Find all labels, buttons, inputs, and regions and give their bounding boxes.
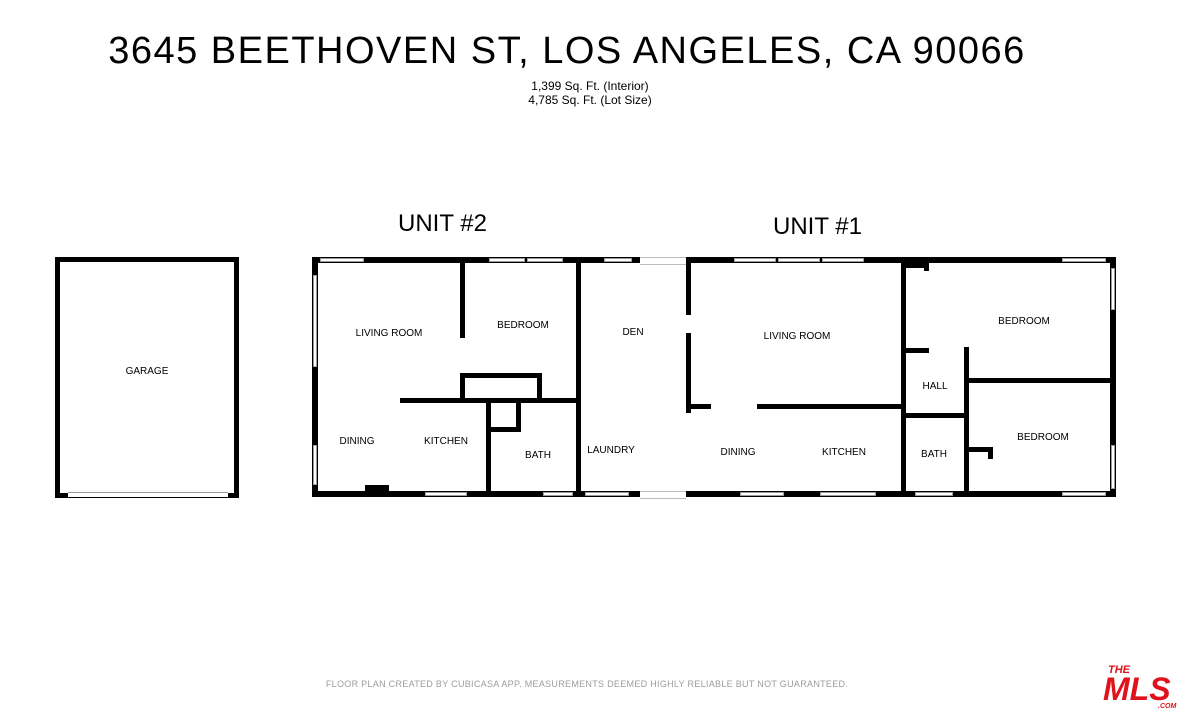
window bbox=[425, 492, 467, 496]
window bbox=[1062, 492, 1106, 496]
room-label-u2-living: LIVING ROOM bbox=[355, 328, 423, 339]
logo-the: THE bbox=[1108, 664, 1131, 676]
room-label-u1-dining: DINING bbox=[720, 447, 756, 458]
window bbox=[1062, 258, 1106, 262]
room-label-u2-bedroom: BEDROOM bbox=[497, 320, 549, 331]
room-label-u2-kitchen: KITCHEN bbox=[424, 436, 468, 447]
wall bbox=[964, 413, 969, 493]
window bbox=[604, 258, 632, 262]
window bbox=[489, 258, 525, 262]
interior-area: 1,399 Sq. Ft. (Interior) bbox=[531, 79, 649, 93]
wall bbox=[516, 403, 521, 432]
window bbox=[527, 258, 563, 262]
property-address: 3645 BEETHOVEN ST, LOS ANGELES, CA 90066 bbox=[108, 30, 1026, 72]
wall bbox=[901, 413, 969, 418]
room-label-u1-hall: HALL bbox=[922, 381, 948, 392]
wall bbox=[924, 263, 929, 271]
wall bbox=[901, 263, 929, 268]
wall bbox=[576, 263, 581, 493]
wall bbox=[312, 257, 318, 497]
unit-1-label: UNIT #1 bbox=[773, 213, 862, 240]
garage-outline bbox=[55, 257, 239, 498]
window bbox=[313, 445, 317, 485]
wall bbox=[686, 263, 691, 315]
logo-mls: MLS bbox=[1103, 671, 1171, 707]
room-label-den: DEN bbox=[622, 327, 644, 338]
room-label-u2-bath: BATH bbox=[525, 450, 551, 461]
window bbox=[734, 258, 776, 262]
room-label-garage: GARAGE bbox=[125, 366, 169, 377]
window bbox=[585, 492, 629, 496]
window bbox=[915, 492, 953, 496]
room-label-u1-kitchen: KITCHEN bbox=[822, 447, 866, 458]
wall bbox=[1110, 257, 1116, 497]
room-label-u1-bedroom-bottom: BEDROOM bbox=[1017, 432, 1069, 443]
wall bbox=[901, 348, 929, 353]
window bbox=[320, 258, 364, 262]
wall bbox=[460, 373, 465, 403]
window bbox=[778, 258, 820, 262]
wall bbox=[460, 263, 465, 338]
opening bbox=[640, 257, 686, 265]
unit-2-label: UNIT #2 bbox=[398, 210, 487, 237]
wall bbox=[312, 491, 1116, 497]
window bbox=[1111, 268, 1115, 310]
window bbox=[822, 258, 864, 262]
logo-com: .COM bbox=[1158, 703, 1176, 710]
wall bbox=[537, 373, 542, 403]
window bbox=[820, 492, 876, 496]
window bbox=[740, 492, 784, 496]
wall bbox=[757, 404, 904, 409]
room-label-laundry: LAUNDRY bbox=[587, 445, 635, 456]
wall bbox=[686, 404, 711, 409]
wall bbox=[491, 427, 521, 432]
wall bbox=[964, 347, 969, 413]
lot-area: 4,785 Sq. Ft. (Lot Size) bbox=[528, 93, 652, 107]
disclaimer-footer: FLOOR PLAN CREATED BY CUBICASA APP. MEAS… bbox=[325, 679, 849, 689]
wall bbox=[901, 409, 906, 493]
room-label-u1-living: LIVING ROOM bbox=[763, 331, 831, 342]
mls-logo: THE MLS .COM bbox=[1103, 664, 1176, 710]
window bbox=[313, 275, 317, 367]
wall bbox=[460, 373, 542, 378]
room-label-u2-dining: DINING bbox=[339, 436, 375, 447]
opening bbox=[640, 491, 686, 499]
wall bbox=[486, 403, 491, 493]
wall bbox=[969, 447, 993, 452]
garage-door bbox=[68, 492, 228, 497]
wall bbox=[988, 447, 993, 459]
window bbox=[1111, 445, 1115, 489]
wall bbox=[400, 398, 578, 403]
window bbox=[543, 492, 573, 496]
wall bbox=[969, 378, 1110, 383]
wall bbox=[312, 257, 1116, 263]
wall bbox=[686, 333, 691, 413]
room-label-u1-bath: BATH bbox=[921, 449, 947, 460]
room-label-u1-bedroom-top: BEDROOM bbox=[998, 316, 1050, 327]
wall bbox=[901, 263, 906, 413]
fireplace bbox=[365, 485, 389, 493]
